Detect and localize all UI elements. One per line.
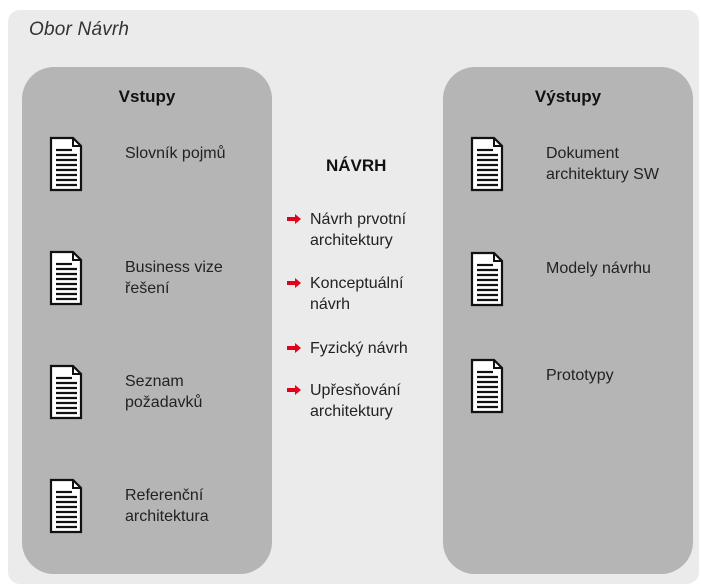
red-arrow-icon — [287, 214, 301, 224]
input-item: Seznam požadavků — [22, 363, 272, 433]
output-item: Modely návrhu — [443, 250, 693, 320]
design-title: NÁVRH — [326, 156, 387, 175]
document-icon — [49, 136, 83, 192]
input-label: Seznam požadavků — [125, 373, 203, 411]
document-icon — [49, 364, 83, 420]
output-item: Prototypy — [443, 357, 693, 427]
output-label: Dokument architektury SW — [546, 145, 659, 183]
input-item: Business vize řešení — [22, 249, 272, 319]
red-arrow-icon — [287, 278, 301, 288]
design-step-label: Upřesňování architektury — [310, 382, 401, 420]
inputs-panel: Vstupy Slovník pojmů — [22, 67, 272, 574]
output-item: Dokument architektury SW — [443, 135, 693, 205]
scope-title: Obor Návrh — [29, 19, 130, 40]
outputs-panel: Výstupy Dokument architektury SW — [443, 67, 693, 574]
outputs-title: Výstupy — [534, 87, 602, 106]
document-icon — [49, 250, 83, 306]
input-item: Slovník pojmů — [22, 135, 272, 205]
red-arrow-icon — [287, 343, 301, 353]
output-label: Prototypy — [546, 367, 614, 384]
input-item: Referenční architektura — [22, 477, 272, 547]
red-arrow-icon — [287, 385, 301, 395]
input-label: Slovník pojmů — [125, 145, 226, 162]
design-step-label: Konceptuální návrh — [310, 275, 404, 313]
document-icon — [470, 358, 504, 414]
document-icon — [49, 478, 83, 534]
input-label: Business vize řešení — [125, 259, 223, 297]
document-icon — [470, 251, 504, 307]
input-label: Referenční architektura — [125, 487, 209, 525]
design-step-label: Fyzický návrh — [310, 340, 408, 357]
output-label: Modely návrhu — [546, 260, 651, 277]
design-step-label: Návrh prvotní architektury — [310, 211, 407, 249]
inputs-title: Vstupy — [118, 87, 176, 106]
document-icon — [470, 136, 504, 192]
